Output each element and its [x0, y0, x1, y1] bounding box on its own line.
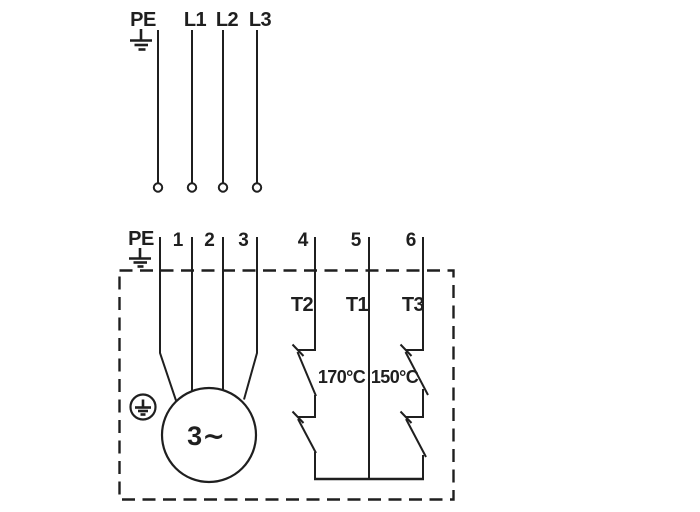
contact-blade — [296, 351, 317, 397]
terminal-1-label: 1 — [173, 230, 184, 251]
supply-l3-label: L3 — [249, 9, 272, 31]
terminal-4-label: 4 — [298, 230, 309, 251]
terminal-pe-label: PE — [128, 228, 154, 250]
wire-segment — [406, 237, 424, 351]
trip-temp-150-label: 150°C — [371, 367, 419, 387]
protective-earth-badge — [129, 393, 157, 421]
contact-tick — [399, 410, 413, 424]
earth-symbol-bottom — [129, 248, 151, 268]
lead-wire-3 — [243, 237, 258, 400]
terminal-6-label: 6 — [406, 230, 417, 251]
supply-wire-end-terminal — [217, 182, 229, 193]
motor-symbol: 3∼ — [160, 386, 258, 484]
motor-circle — [160, 386, 258, 484]
terminal-3-label: 3 — [238, 230, 249, 251]
pump-enclosure-dashed-border — [118, 269, 455, 501]
lead-wire-pe — [159, 237, 177, 401]
contact-tick — [399, 343, 413, 357]
thermal-switch-t3-label: T3 — [402, 294, 425, 316]
wire-segment — [298, 395, 316, 418]
earth-symbol-top — [130, 29, 152, 51]
thermal-contact-branch-4 — [291, 237, 317, 480]
supply-wire-end-terminal — [251, 182, 263, 193]
supply-l1-label: L1 — [184, 9, 207, 31]
wire-segment — [406, 389, 424, 418]
thermal-switch-t1-label: T1 — [346, 294, 369, 316]
supply-pe-label: PE — [130, 9, 156, 31]
terminal-2-label: 2 — [204, 230, 215, 251]
thermal-switch-t2-label: T2 — [291, 294, 314, 316]
wire-segment — [298, 237, 316, 351]
terminal-5-label: 5 — [351, 230, 362, 251]
contact-tick — [291, 410, 305, 424]
motor-leads — [159, 237, 258, 401]
supply-wire-end-terminal — [152, 182, 164, 193]
terminal-row: PE 1 2 3 4 5 6 — [128, 228, 417, 268]
motor-phase-label: 3∼ — [187, 421, 225, 451]
contact-blade — [404, 351, 429, 396]
trip-temp-170-label: 170°C — [318, 367, 366, 387]
supply-section: PE L1 L2 L3 — [130, 9, 272, 193]
thermal-contact-branch-6 — [399, 237, 429, 480]
supply-l2-label: L2 — [216, 9, 239, 31]
contact-tick — [291, 343, 305, 357]
contact-blade — [297, 418, 317, 454]
contact-blade — [405, 418, 427, 458]
thermal-switch-circuit: T2 T1 T3 170°C 150°C — [291, 237, 429, 481]
supply-wire-end-terminal — [186, 182, 198, 193]
